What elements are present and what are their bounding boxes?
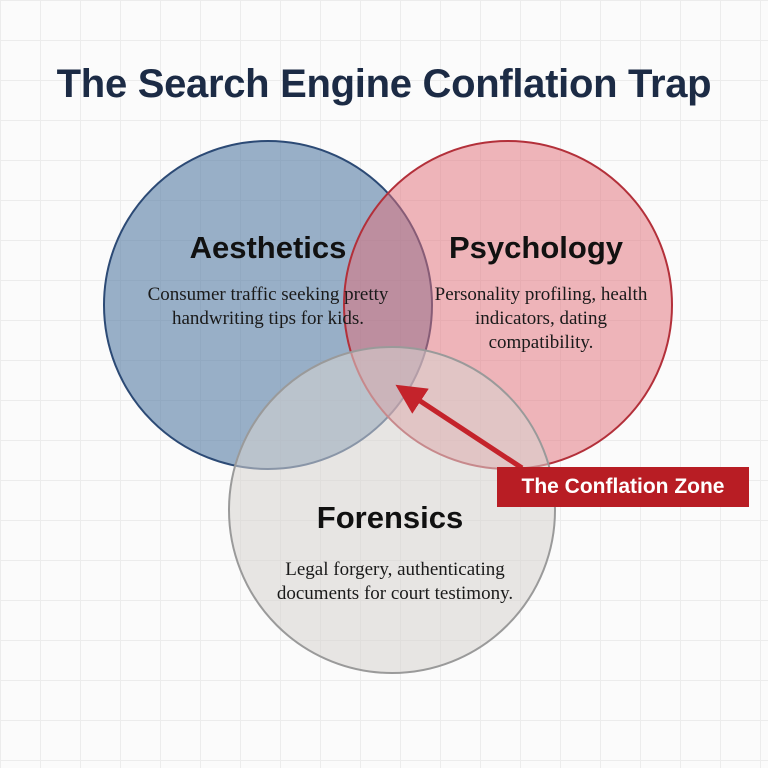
forensics-description: Legal forgery, authenticating documents … (276, 559, 514, 604)
page-title: The Search Engine Conflation Trap (56, 62, 712, 106)
conflation-zone-label: The Conflation Zone (497, 467, 749, 507)
aesthetics-description: Consumer traffic seeking pretty handwrit… (147, 284, 389, 329)
psychology-heading: Psychology (449, 230, 623, 265)
aesthetics-heading: Aesthetics (189, 230, 347, 265)
conflation-arrow (395, 384, 524, 471)
forensics-circle (228, 346, 556, 674)
forensics-heading: Forensics (316, 500, 464, 535)
psychology-description: Personality profiling, health indicators… (434, 284, 648, 353)
